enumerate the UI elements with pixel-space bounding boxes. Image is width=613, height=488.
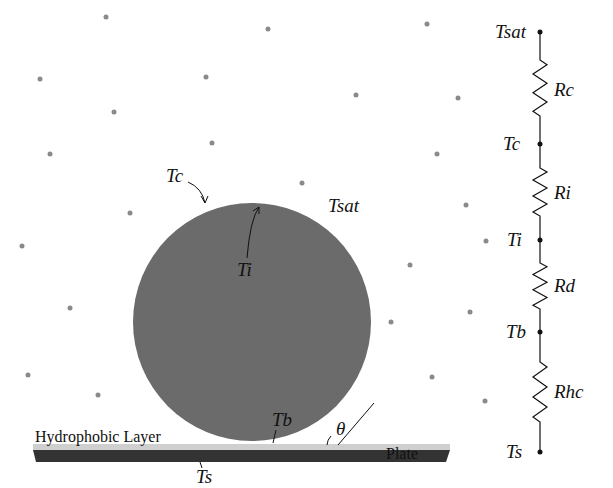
temperature-label: Tb [506,322,526,341]
part-label: Plate [386,446,418,462]
temperature-label: Tsat [328,196,359,215]
resistance-label: Rhc [554,382,584,401]
resistance-label: Rd [554,276,575,295]
temperature-label: Tsat [495,22,526,41]
network-nodes [538,30,543,455]
resistance-label: Ri [554,183,571,202]
part-label: Hydrophobic Layer [35,429,161,445]
resistance-label: Rc [554,80,574,99]
leader-line [188,182,205,203]
temperature-label: Tb [272,410,292,429]
resistor-symbol [533,144,547,240]
angle-arc [327,436,331,445]
resistor-symbol [533,240,547,332]
temperature-label: Tc [166,166,183,185]
resistor-symbol [533,332,547,452]
resistor-network [533,32,547,452]
temperature-label: Ti [507,230,522,249]
temperature-label: Ts [506,442,522,461]
temperature-label: Ts [196,467,212,486]
droplet [133,203,371,441]
arrow-head [201,196,208,203]
resistor-symbol [533,32,547,144]
arrow-head [253,207,259,214]
temperature-label: Ti [237,260,252,279]
leader-line [273,430,276,443]
temperature-label: Tc [503,134,520,153]
angle-label: θ [336,419,345,438]
leader-line [247,207,259,258]
